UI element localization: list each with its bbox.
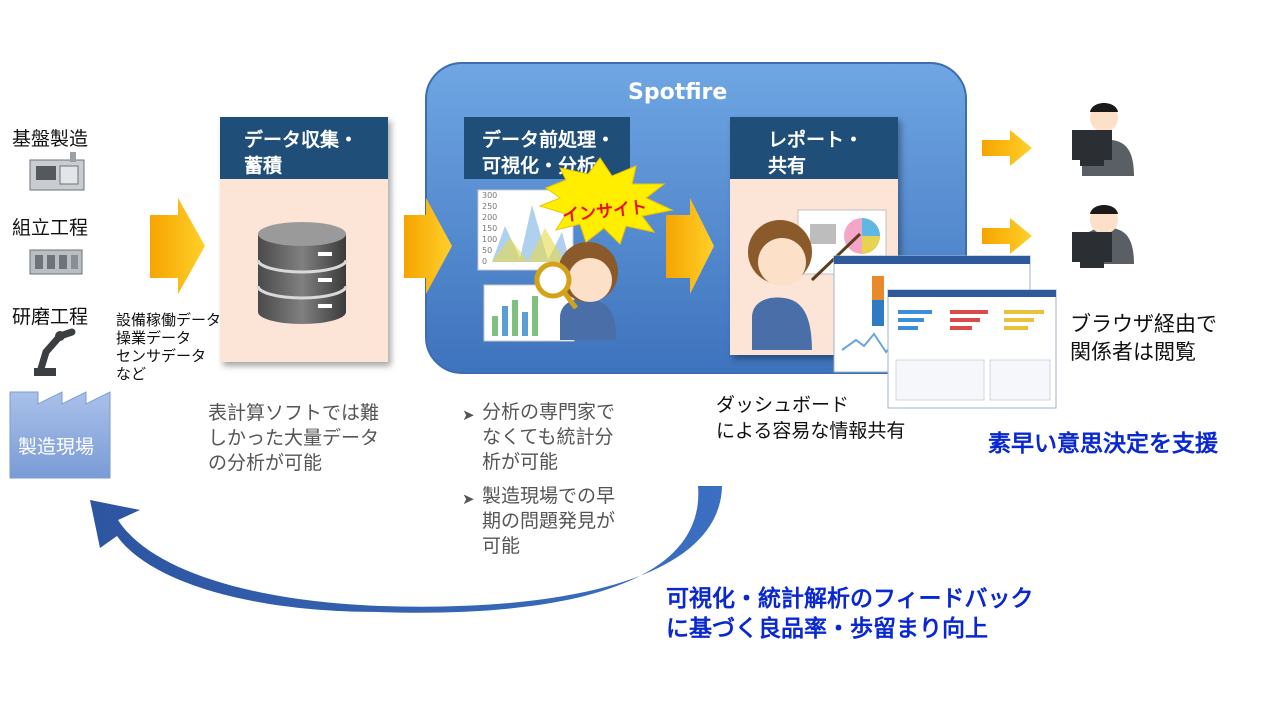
viewer-label-line: 関係者は閲覧 bbox=[1070, 340, 1196, 364]
analysis-benefits: ➤ 分析の専門家で なくても統計分 析が可能 ➤ 製造現場での早 期の問題発見が… bbox=[462, 400, 662, 559]
feedback-caption-line: に基づく良品率・歩留まり向上 bbox=[666, 616, 988, 642]
stage-collect-title-2: 蓄積 bbox=[244, 155, 283, 177]
data-type-item: など bbox=[116, 365, 147, 383]
stage-analysis-title-2: 可視化・分析 bbox=[482, 155, 597, 177]
tick-label: 250 bbox=[482, 202, 498, 211]
viewer-person-1 bbox=[1072, 103, 1134, 176]
benefit-line: 分析の専門家で bbox=[482, 401, 616, 423]
arrow-bullet-icon: ➤ bbox=[462, 406, 475, 424]
collect-note-line: の分析が可能 bbox=[208, 452, 323, 474]
analysis-benefit-item: ➤ 製造現場での早 期の問題発見が 可能 bbox=[462, 484, 662, 559]
stage-report-title-2: 共有 bbox=[768, 155, 807, 177]
flow-arrow-3 bbox=[666, 198, 714, 294]
benefit-line: 期の問題発見が bbox=[482, 510, 616, 532]
flow-arrow-1 bbox=[150, 198, 205, 294]
data-type-list: 設備稼働データ 操業データ センサデータ など bbox=[116, 311, 221, 383]
source-label-assembly: 組立工程 bbox=[12, 217, 89, 239]
stage-analysis-title-1: データ前処理・ bbox=[482, 129, 616, 151]
tick-label: 150 bbox=[482, 224, 498, 233]
benefit-line: なくても統計分 bbox=[482, 426, 614, 448]
viewer-label-line: ブラウザ経由で bbox=[1070, 312, 1217, 336]
control-panel-icon bbox=[29, 249, 83, 275]
stage-collect: データ収集・ 蓄積 bbox=[220, 117, 388, 362]
stage-collect-title-1: データ収集・ bbox=[244, 129, 359, 151]
share-note-line: ダッシュボード bbox=[716, 394, 850, 416]
analysis-benefit-item: ➤ 分析の専門家で なくても統計分 析が可能 bbox=[462, 400, 662, 475]
source-label-polishing: 研磨工程 bbox=[12, 306, 89, 328]
data-type-item: 操業データ bbox=[116, 329, 192, 347]
robot-arm-icon bbox=[34, 328, 76, 376]
collect-note-line: しかった大量データ bbox=[208, 427, 380, 449]
spotfire-title: Spotfire bbox=[628, 80, 728, 105]
tick-label: 0 bbox=[482, 257, 488, 266]
data-type-item: センサデータ bbox=[116, 347, 207, 365]
benefit-line: 製造現場での早 bbox=[482, 485, 616, 507]
flow-arrow-viewer-2 bbox=[982, 218, 1032, 254]
feedback-caption-line: 可視化・統計解析のフィードバック bbox=[666, 586, 1034, 612]
collect-note-line: 表計算ソフトでは難 bbox=[208, 402, 380, 424]
source-label-board: 基盤製造 bbox=[12, 128, 89, 150]
factory-building bbox=[9, 391, 111, 479]
benefit-line: 可能 bbox=[482, 535, 521, 557]
flow-arrow-2 bbox=[404, 198, 452, 294]
benefit-line: 析が可能 bbox=[482, 451, 559, 473]
stage-report-header: レポート・ 共有 bbox=[730, 117, 898, 179]
share-note-line: による容易な情報共有 bbox=[716, 420, 906, 442]
arrow-bullet-icon: ➤ bbox=[462, 490, 475, 508]
tick-label: 300 bbox=[482, 191, 498, 200]
stage-collect-header: データ収集・ 蓄積 bbox=[220, 117, 388, 179]
collect-note: 表計算ソフトでは難 しかった大量データ の分析が可能 bbox=[208, 401, 379, 476]
stage-analysis-header: データ前処理・ 可視化・分析 bbox=[464, 117, 630, 179]
tick-label: 50 bbox=[482, 246, 493, 255]
flow-arrow-viewer-1 bbox=[982, 130, 1032, 166]
tick-label: 100 bbox=[482, 235, 498, 244]
mini-chart-ticks: 300 250 200 150 100 50 0 bbox=[482, 190, 497, 267]
viewer-person-2 bbox=[1072, 205, 1134, 268]
tick-label: 200 bbox=[482, 213, 498, 222]
stage-report: レポート・ 共有 bbox=[730, 117, 898, 355]
factory-label: 製造現場 bbox=[18, 436, 95, 458]
data-type-item: 設備稼働データ bbox=[116, 311, 222, 329]
stage-report-title-1: レポート・ bbox=[768, 129, 864, 151]
decision-highlight: 素早い意思決定を支援 bbox=[988, 431, 1218, 457]
viewer-label: ブラウザ経由で 関係者は閲覧 bbox=[1070, 310, 1217, 366]
machine-icon bbox=[29, 152, 85, 191]
share-note: ダッシュボード による容易な情報共有 bbox=[716, 392, 905, 444]
feedback-caption: 可視化・統計解析のフィードバック に基づく良品率・歩留まり向上 bbox=[666, 584, 1034, 644]
